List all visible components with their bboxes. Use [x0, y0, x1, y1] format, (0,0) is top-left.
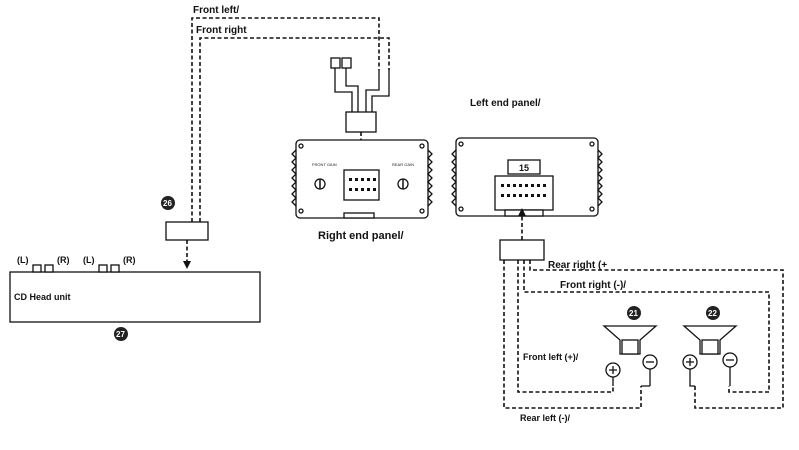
rear-left-neg-label: Rear left (-)/	[520, 413, 571, 423]
callout-22-text: 22	[708, 309, 717, 318]
rear-right-label: Rear right (+	[548, 260, 607, 271]
front-gain-label: FRONT GAIN	[312, 162, 337, 167]
front-harness-wires	[191, 17, 390, 222]
harness-connector	[345, 111, 377, 133]
front-right-neg-label: Front right (-)/	[560, 280, 626, 291]
callout-26-text: 26	[163, 199, 172, 208]
channel-R2: (R)	[123, 255, 136, 265]
left-end-panel: 15	[451, 137, 603, 217]
front-left-pos-label: Front left (+)/	[523, 352, 579, 362]
power-connector	[494, 175, 554, 211]
right-end-panel-label: Right end panel/	[318, 230, 404, 242]
speaker-21	[602, 325, 658, 387]
front-right-label: Front right	[196, 25, 247, 36]
cd-head-unit-label: CD Head unit	[14, 292, 71, 302]
rear-gain-label: REAR GAIN	[392, 162, 414, 167]
front-left-label: Front left/	[193, 5, 239, 16]
speaker-output-wires	[503, 260, 784, 409]
callout-27-text: 27	[116, 330, 125, 339]
callout-26	[161, 196, 175, 210]
fuse	[507, 159, 541, 175]
channel-L2: (L)	[83, 255, 95, 265]
cd-head-unit: CD Head unit	[9, 264, 261, 323]
speaker-harness-connector	[499, 239, 545, 261]
channel-R1: (R)	[57, 255, 70, 265]
fuse-value: 15	[519, 163, 529, 173]
speaker-22	[682, 325, 738, 387]
right-end-panel: FRONT GAIN REAR GAIN	[291, 139, 433, 219]
callout-21	[627, 306, 641, 320]
head-unit-connector	[165, 221, 209, 241]
callout-21-text: 21	[629, 309, 638, 318]
channel-L1: (L)	[17, 255, 29, 265]
left-end-panel-label: Left end panel/	[470, 98, 541, 109]
callout-27	[114, 327, 128, 341]
callout-22	[706, 306, 720, 320]
